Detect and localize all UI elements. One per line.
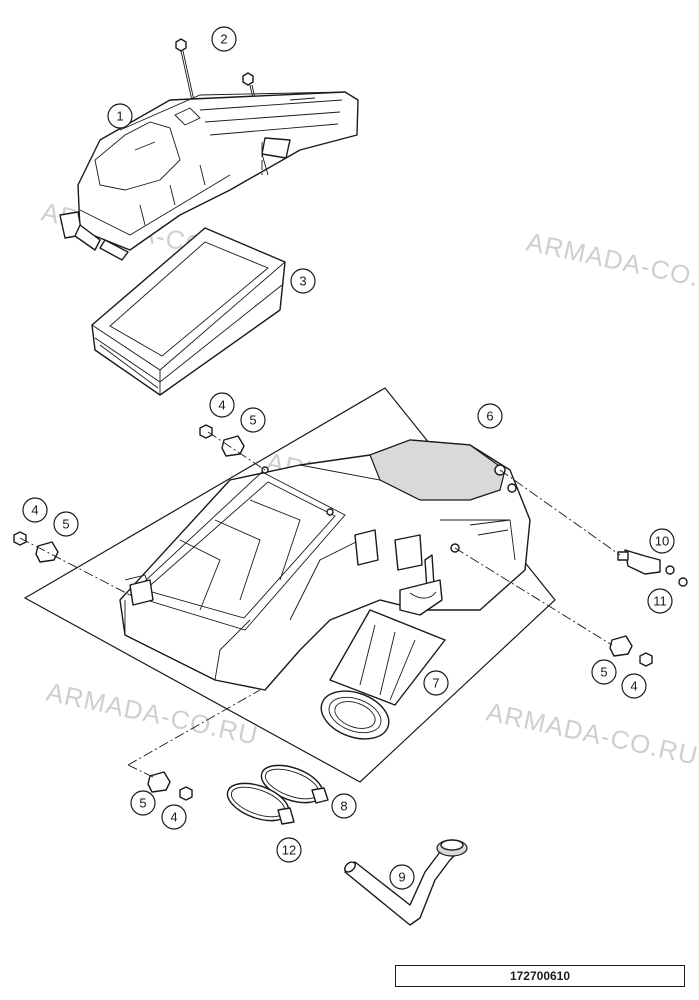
callout-10: 10 (649, 528, 675, 554)
assembly-frame (23, 387, 556, 783)
callout-8: 8 (331, 793, 357, 819)
svg-text:3: 3 (299, 274, 306, 289)
spacer-part-5 (147, 771, 171, 793)
bolt-part-4 (179, 786, 193, 801)
svg-text:12: 12 (282, 843, 296, 858)
svg-text:2: 2 (220, 32, 227, 47)
watermark: ARMADA-CO.RU (44, 677, 261, 751)
spacer-part-5 (221, 435, 245, 457)
callout-4: 4 (209, 392, 235, 418)
callout-5: 5 (130, 790, 156, 816)
air-filter-part-3 (91, 227, 286, 396)
callout-5: 5 (591, 659, 617, 685)
callout-9: 9 (389, 864, 415, 890)
watermark: ARMADA-CO.RU (484, 697, 699, 771)
callout-12: 12 (276, 837, 302, 863)
callout-2: 2 (211, 26, 237, 52)
reference-number: 172700610 (509, 969, 571, 983)
spacer-part-5 (609, 635, 633, 657)
callout-3: 3 (290, 268, 316, 294)
svg-text:4: 4 (630, 679, 637, 694)
svg-text:8: 8 (340, 799, 347, 814)
svg-text:7: 7 (432, 676, 439, 691)
callout-11: 11 (647, 588, 673, 614)
callout-6: 6 (477, 403, 503, 429)
svg-text:5: 5 (62, 517, 69, 532)
callouts: 2 1 3 4 5 6 4 5 (22, 26, 675, 890)
callout-1: 1 (107, 103, 133, 129)
airbox-cover-part-1 (59, 91, 359, 261)
svg-text:5: 5 (249, 413, 256, 428)
callout-7: 7 (423, 670, 449, 696)
bolt-part-4 (639, 652, 653, 667)
watermark: ARMADA-CO.RU (524, 227, 699, 301)
callout-4: 4 (161, 804, 187, 830)
svg-text:9: 9 (398, 870, 405, 885)
callout-4: 4 (621, 673, 647, 699)
svg-text:6: 6 (486, 409, 493, 424)
svg-text:5: 5 (139, 796, 146, 811)
svg-text:4: 4 (31, 503, 38, 518)
callout-5: 5 (53, 511, 79, 537)
intake-boot-part-7 (320, 609, 446, 740)
sensor-part-10 (617, 549, 661, 575)
svg-text:1: 1 (116, 109, 123, 124)
airbox-part-6 (119, 439, 531, 691)
reference-number-box: 172700610 (395, 965, 685, 987)
spacer-part-5 (35, 541, 59, 563)
svg-text:10: 10 (655, 534, 669, 549)
callout-4: 4 (22, 497, 48, 523)
drain-hose-part-9 (344, 839, 468, 926)
bolt-part-4 (199, 424, 213, 439)
hose-clamp-part-12 (226, 782, 295, 825)
svg-text:5: 5 (600, 665, 607, 680)
callout-5: 5 (240, 407, 266, 433)
svg-text:4: 4 (218, 398, 225, 413)
assembly-lines (19, 142, 621, 779)
svg-text:4: 4 (170, 810, 177, 825)
screw-part-11 (665, 565, 688, 587)
svg-text:11: 11 (653, 594, 667, 609)
